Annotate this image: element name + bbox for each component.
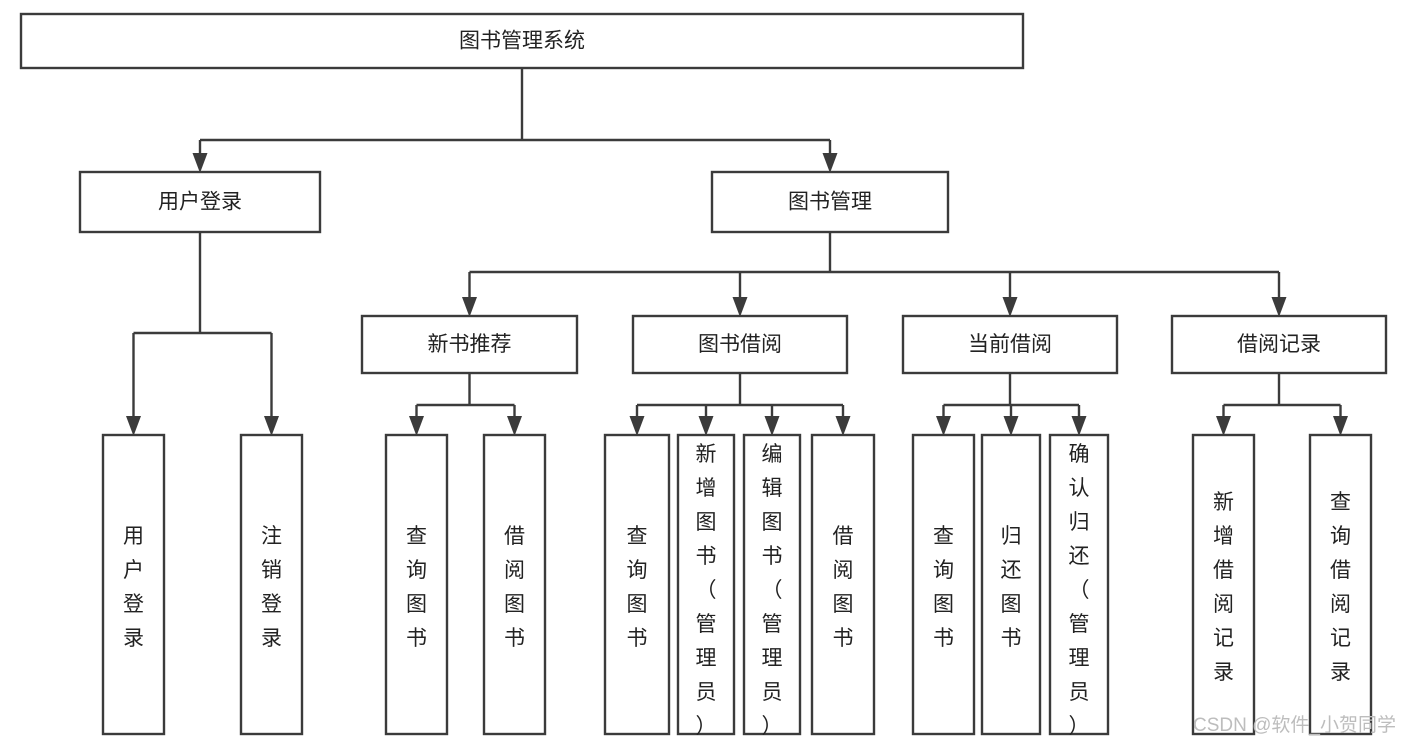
node-leaf-add-record[interactable]: 新增借阅记录 [1191,433,1256,736]
node-book-borrow[interactable]: 图书借阅 [631,314,849,375]
node-box-leaf-query-book[interactable] [603,433,671,736]
node-box-current-borrow[interactable] [901,314,1119,375]
node-leaf-add-book[interactable]: 新增图书（管理员） [676,433,736,738]
edge-group-root [192,68,838,173]
arrow-head-leaf-edit-book [764,416,780,436]
node-layer: 图书管理系统用户登录图书管理新书推荐图书借阅当前借阅借阅记录用户登录注销登录查询… [19,12,1388,738]
node-label-leaf-user-login: 用户登录 [123,525,144,650]
node-label-leaf-add-book: 新增图书（管理员） [696,443,717,738]
node-new-book-rec[interactable]: 新书推荐 [360,314,579,375]
node-current-borrow[interactable]: 当前借阅 [901,314,1119,375]
node-label-leaf-query-book-rec: 查询图书 [406,525,427,650]
node-leaf-user-login[interactable]: 用户登录 [101,433,166,736]
node-label-leaf-borrow-book-rec: 借阅图书 [504,525,525,650]
node-label-book-manage: 图书管理 [788,191,872,214]
node-box-leaf-borrow-book-rec[interactable] [482,433,547,736]
arrow-head-leaf-user-login [126,416,141,436]
arrow-head-book-manage [822,153,838,173]
node-box-root[interactable] [19,12,1025,70]
arrow-head-leaf-return-book [1003,416,1019,436]
arrow-head-user-login [192,153,208,173]
node-root[interactable]: 图书管理系统 [19,12,1025,70]
node-box-leaf-logout[interactable] [239,433,304,736]
node-box-book-manage[interactable] [710,170,950,234]
arrow-head-borrow-record [1271,297,1287,317]
node-label-leaf-logout: 注销登录 [261,525,282,650]
node-leaf-borrow-book[interactable]: 借阅图书 [810,433,876,736]
node-box-new-book-rec[interactable] [360,314,579,375]
node-borrow-record[interactable]: 借阅记录 [1170,314,1388,375]
node-leaf-query-book[interactable]: 查询图书 [603,433,671,736]
node-label-borrow-record: 借阅记录 [1237,333,1321,356]
arrow-head-leaf-borrow-book [835,416,851,436]
arrow-head-leaf-logout [264,416,279,436]
arrow-head-leaf-query-book-rec [409,416,424,436]
node-box-leaf-user-login[interactable] [101,433,166,736]
node-book-manage[interactable]: 图书管理 [710,170,950,234]
edge-group-current-borrow [936,373,1087,436]
node-user-login[interactable]: 用户登录 [78,170,322,234]
edge-group-book-borrow [629,373,851,436]
arrow-head-leaf-query-current [936,416,951,436]
node-label-leaf-confirm-return: 确认归还（管理员） [1069,443,1090,738]
node-leaf-logout[interactable]: 注销登录 [239,433,304,736]
arrow-head-leaf-add-book [698,416,714,436]
node-box-leaf-query-record[interactable] [1308,433,1373,736]
node-label-book-borrow: 图书借阅 [698,333,782,356]
edge-group-user-login [126,232,279,436]
node-leaf-edit-book[interactable]: 编辑图书（管理员） [742,433,802,738]
node-label-leaf-query-record: 查询借阅记录 [1330,491,1351,684]
node-label-leaf-edit-book: 编辑图书（管理员） [762,443,783,738]
node-leaf-borrow-book-rec[interactable]: 借阅图书 [482,433,547,736]
node-label-current-borrow: 当前借阅 [968,333,1052,356]
node-label-leaf-borrow-book: 借阅图书 [833,525,854,650]
node-box-leaf-add-book[interactable] [676,433,736,736]
node-box-leaf-borrow-book[interactable] [810,433,876,736]
arrow-head-book-borrow [732,297,748,317]
node-leaf-return-book[interactable]: 归还图书 [980,433,1042,736]
edge-group-new-book-rec [409,373,522,436]
node-leaf-query-book-rec[interactable]: 查询图书 [384,433,449,736]
csdn-watermark: CSDN @软件_小贺同学 [1193,714,1396,736]
node-box-leaf-add-record[interactable] [1191,433,1256,736]
arrow-head-leaf-confirm-return [1071,416,1087,436]
node-box-book-borrow[interactable] [631,314,849,375]
arrow-head-leaf-query-record [1333,416,1348,436]
arrow-head-current-borrow [1002,297,1018,317]
connector-layer [126,68,1348,436]
node-box-leaf-return-book[interactable] [980,433,1042,736]
arrow-head-new-book-rec [462,297,477,317]
node-label-new-book-rec: 新书推荐 [428,333,512,356]
node-box-user-login[interactable] [78,170,322,234]
node-label-leaf-query-current: 查询图书 [933,525,954,650]
node-box-borrow-record[interactable] [1170,314,1388,375]
node-label-user-login: 用户登录 [158,191,242,214]
node-label-leaf-query-book: 查询图书 [627,525,648,650]
arrow-head-leaf-query-book [629,416,645,436]
node-box-leaf-query-book-rec[interactable] [384,433,449,736]
node-leaf-query-current[interactable]: 查询图书 [911,433,976,736]
node-leaf-query-record[interactable]: 查询借阅记录 [1308,433,1373,736]
node-box-leaf-edit-book[interactable] [742,433,802,736]
node-box-leaf-query-current[interactable] [911,433,976,736]
node-box-leaf-confirm-return[interactable] [1048,433,1110,736]
edge-group-borrow-record [1216,373,1348,436]
arrow-head-leaf-borrow-book-rec [507,416,522,436]
node-label-root: 图书管理系统 [459,30,585,53]
node-label-leaf-add-record: 新增借阅记录 [1213,491,1234,684]
node-leaf-confirm-return[interactable]: 确认归还（管理员） [1048,433,1110,738]
arrow-head-leaf-add-record [1216,416,1231,436]
edge-group-book-manage [462,232,1287,317]
node-label-leaf-return-book: 归还图书 [1001,525,1022,650]
